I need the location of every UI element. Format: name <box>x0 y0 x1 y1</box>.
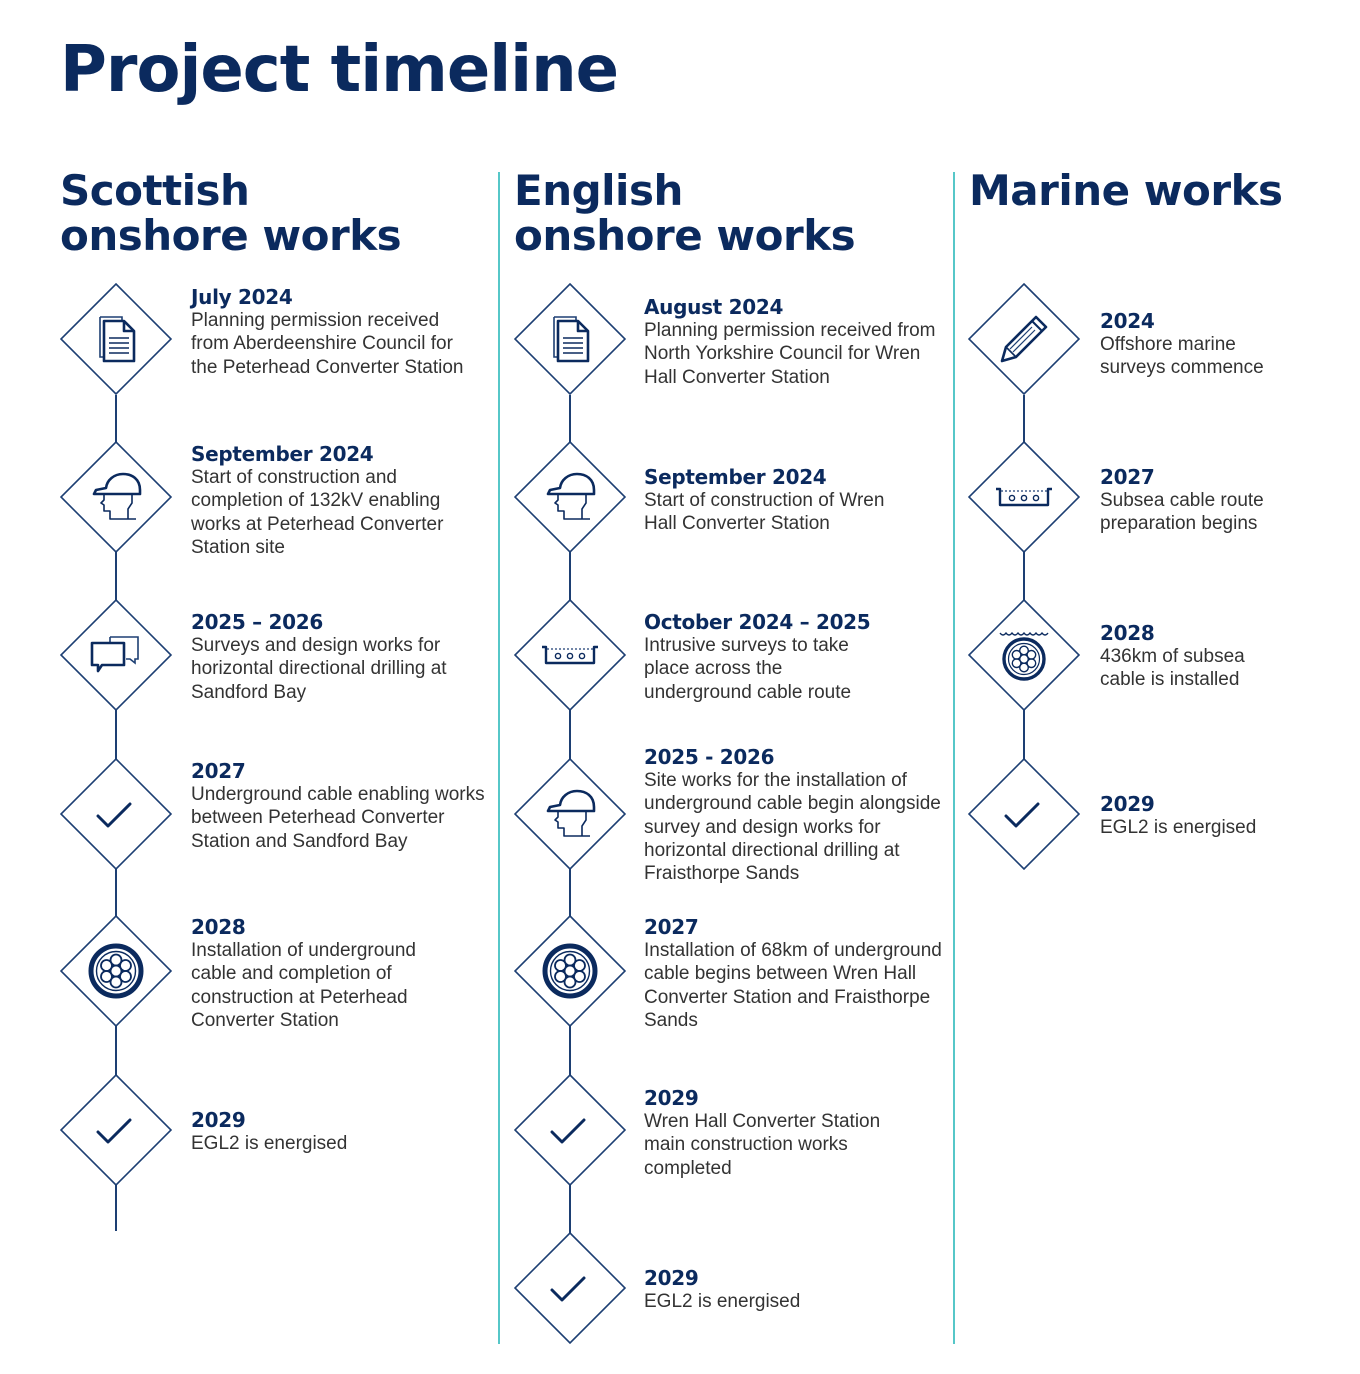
milestone-description: EGL2 is energised <box>191 1133 348 1154</box>
milestone-description: Start of construction and completion of … <box>191 467 444 558</box>
milestone-marker <box>968 758 1080 870</box>
milestone-date: September 2024 <box>191 442 374 466</box>
milestone-entry: 2028 436km of subsea cable is installed <box>1100 622 1360 692</box>
trench-icon <box>996 469 1052 525</box>
milestone-date: 2027 <box>644 915 699 939</box>
milestone-marker <box>514 1232 626 1344</box>
milestone-marker <box>60 758 172 870</box>
milestone-marker <box>60 915 172 1027</box>
page-title: Project timeline <box>60 33 619 107</box>
milestone-marker <box>968 599 1080 711</box>
pencil-icon <box>996 311 1052 367</box>
milestone-marker <box>514 599 626 711</box>
milestone-entry: October 2024 – 2025 Intrusive surveys to… <box>644 611 944 704</box>
checkmark-icon <box>88 1102 144 1158</box>
column-divider <box>953 172 955 1344</box>
milestone-entry: 2029 EGL2 is energised <box>191 1109 491 1155</box>
milestone-marker <box>60 441 172 553</box>
milestone-entry: 2028 Installation of underground cable a… <box>191 916 491 1032</box>
milestone-description: Site works for the installation of under… <box>644 770 941 885</box>
milestone-description: Installation of 68km of underground cabl… <box>644 940 942 1031</box>
milestone-date: 2025 – 2026 <box>191 610 323 634</box>
milestone-date: 2027 <box>191 759 246 783</box>
milestone-marker <box>968 283 1080 395</box>
milestone-description: EGL2 is energised <box>644 1291 801 1312</box>
cable-cross-section-icon <box>88 943 144 999</box>
milestone-entry: 2027 Underground cable enabling works be… <box>191 760 491 853</box>
milestone-date: 2028 <box>191 915 246 939</box>
milestone-description: Subsea cable route preparation begins <box>1100 490 1264 535</box>
milestone-description: Wren Hall Converter Station main constru… <box>644 1111 881 1179</box>
milestone-description: Intrusive surveys to take place across t… <box>644 635 852 703</box>
milestone-date: 2027 <box>1100 465 1155 489</box>
milestone-marker <box>514 1074 626 1186</box>
milestone-date: 2024 <box>1100 309 1155 333</box>
milestone-entry: 2025 - 2026 Site works for the installat… <box>644 746 944 885</box>
milestone-description: Underground cable enabling works between… <box>191 784 485 852</box>
milestone-entry: August 2024 Planning permission received… <box>644 296 944 389</box>
milestone-description: Installation of underground cable and co… <box>191 940 416 1031</box>
column-divider <box>498 172 500 1344</box>
milestone-entry: 2024 Offshore marine surveys commence <box>1100 310 1360 380</box>
milestone-marker <box>968 441 1080 553</box>
milestone-date: 2028 <box>1100 621 1155 645</box>
column-title: Scottish onshore works <box>60 166 402 260</box>
milestone-date: July 2024 <box>191 285 293 309</box>
checkmark-icon <box>542 1102 598 1158</box>
milestone-description: Start of construction of Wren Hall Conve… <box>644 490 885 535</box>
milestone-description: Planning permission received from Aberde… <box>191 310 464 378</box>
checkmark-icon <box>542 1260 598 1316</box>
milestone-date: 2025 - 2026 <box>644 745 775 769</box>
hard-hat-worker-icon <box>88 469 144 525</box>
column-title: English onshore works <box>514 166 856 260</box>
column-title: Marine works <box>969 166 1283 215</box>
milestone-marker <box>60 599 172 711</box>
milestone-date: 2029 <box>644 1266 699 1290</box>
milestone-entry: September 2024 Start of construction of … <box>644 466 944 536</box>
milestone-entry: 2029 EGL2 is energised <box>644 1267 944 1313</box>
milestone-entry: 2029 EGL2 is energised <box>1100 793 1360 839</box>
milestone-entry: July 2024 Planning permission received f… <box>191 286 491 379</box>
milestone-marker <box>514 283 626 395</box>
speech-bubbles-icon <box>88 627 144 683</box>
document-icon <box>88 311 144 367</box>
milestone-description: EGL2 is energised <box>1100 817 1257 838</box>
milestone-marker <box>60 1074 172 1186</box>
milestone-description: 436km of subsea cable is installed <box>1100 646 1245 691</box>
checkmark-icon <box>996 786 1052 842</box>
milestone-date: September 2024 <box>644 465 827 489</box>
milestone-entry: 2027 Installation of 68km of underground… <box>644 916 944 1032</box>
milestone-description: Planning permission received from North … <box>644 320 936 388</box>
milestone-date: 2029 <box>644 1086 699 1110</box>
milestone-description: Offshore marine surveys commence <box>1100 334 1264 379</box>
milestone-marker <box>60 283 172 395</box>
cable-cross-section-icon <box>542 943 598 999</box>
milestone-date: 2029 <box>191 1108 246 1132</box>
document-icon <box>542 311 598 367</box>
milestone-entry: 2029 Wren Hall Converter Station main co… <box>644 1087 944 1180</box>
milestone-date: October 2024 – 2025 <box>644 610 871 634</box>
milestone-date: August 2024 <box>644 295 784 319</box>
milestone-description: Surveys and design works for horizontal … <box>191 635 447 703</box>
milestone-entry: 2027 Subsea cable route preparation begi… <box>1100 466 1360 536</box>
subsea-cable-icon <box>996 627 1052 683</box>
milestone-marker <box>514 758 626 870</box>
trench-icon <box>542 627 598 683</box>
milestone-entry: 2025 – 2026 Surveys and design works for… <box>191 611 491 704</box>
checkmark-icon <box>88 786 144 842</box>
milestone-date: 2029 <box>1100 792 1155 816</box>
milestone-entry: September 2024 Start of construction and… <box>191 443 491 559</box>
hard-hat-worker-icon <box>542 786 598 842</box>
milestone-marker <box>514 915 626 1027</box>
milestone-marker <box>514 441 626 553</box>
hard-hat-worker-icon <box>542 469 598 525</box>
